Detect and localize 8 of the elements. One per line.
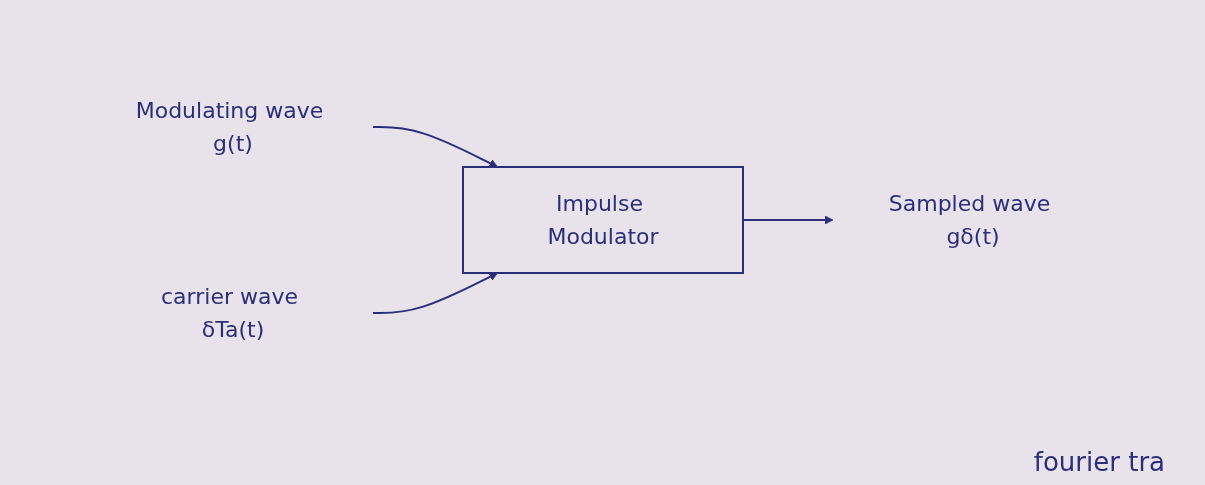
note-text: fourier tra xyxy=(1033,447,1165,477)
node-text: Modulating wave g(t) xyxy=(135,98,323,156)
arrow xyxy=(371,126,498,168)
node-text: carrier wave δTa(t) xyxy=(160,284,298,342)
arrow xyxy=(741,215,833,225)
arrow xyxy=(371,272,498,314)
node-box: Impulse Modulator xyxy=(461,166,744,274)
node-text: Sampled wave gδ(t) xyxy=(888,191,1050,249)
